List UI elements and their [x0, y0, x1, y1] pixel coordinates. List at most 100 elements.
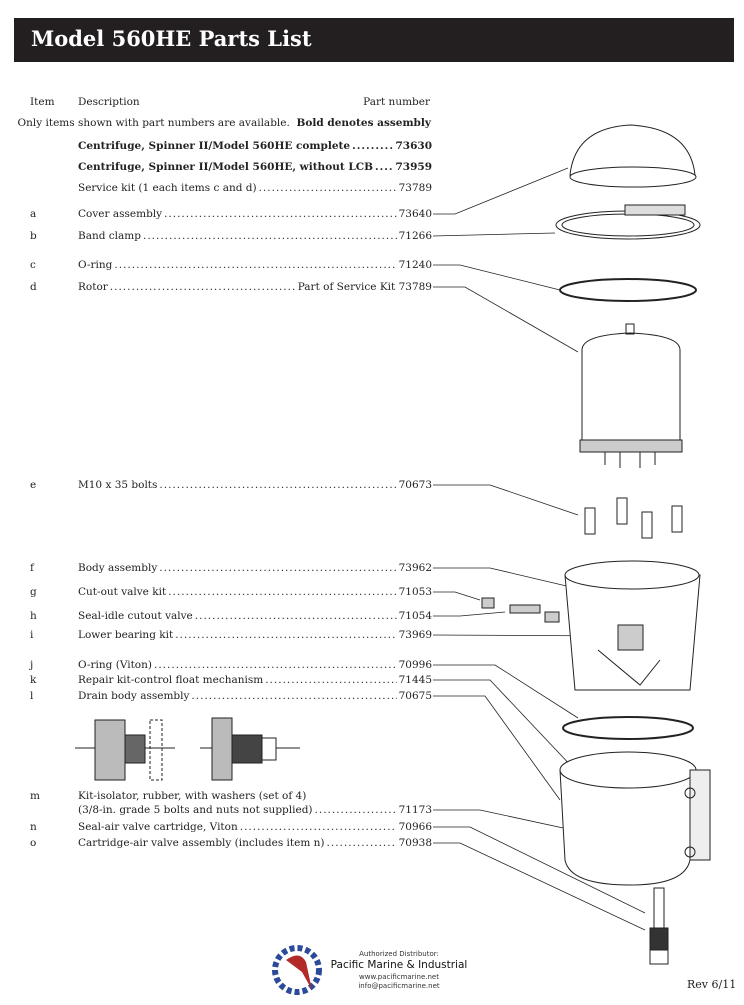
- item-description: Lower bearing kit: [78, 629, 174, 641]
- revision-label: Rev 6/11: [687, 978, 737, 991]
- part-number: 73959: [395, 161, 432, 173]
- item-letter: c: [30, 259, 36, 271]
- item-description: Kit-isolator, rubber, with washers (set …: [78, 790, 307, 802]
- item-description: Drain body assembly: [78, 690, 190, 702]
- part-row: c O-ring 71240: [0, 258, 432, 272]
- pacific-marine-logo: [272, 945, 322, 995]
- item-description: Cut-out valve kit: [78, 586, 167, 598]
- part-row: e M10 x 35 bolts 70673: [0, 478, 432, 492]
- part-row: i Lower bearing kit 73969: [0, 628, 432, 642]
- availability-note: Only items shown with part numbers are a…: [14, 117, 431, 129]
- item-letter: l: [30, 690, 34, 702]
- part-row: n Seal-air valve cartridge, Viton 70966: [0, 820, 432, 834]
- distributor-website[interactable]: www.pacificmarine.net: [359, 973, 439, 981]
- part-row: k Repair kit-control float mechanism7144…: [0, 673, 432, 687]
- item-description: Body assembly: [78, 562, 158, 574]
- bolts-drawing: [584, 497, 683, 539]
- row-description-wrap: Centrifuge, Spinner II/Model 560HE, with…: [78, 160, 432, 174]
- rotor-drawing: [579, 323, 683, 468]
- item-description: Cartridge-air valve assembly (includes i…: [78, 837, 325, 849]
- item-description: Cover assembly: [78, 208, 163, 220]
- part-number: 70938: [398, 837, 432, 849]
- item-letter: j: [30, 659, 34, 671]
- part-number: 73789: [398, 182, 432, 194]
- row-description-wrap: Body assembly 73962: [78, 561, 432, 575]
- column-description: Description: [78, 96, 140, 108]
- item-description: Service kit (1 each items c and d): [78, 182, 257, 194]
- distributor-block: Authorized Distributor: Pacific Marine &…: [272, 940, 472, 1000]
- part-row: Service kit (1 each items c and d) 73789: [0, 181, 432, 195]
- part-number: 70675: [398, 690, 432, 702]
- isolator-detail-drawing: [75, 717, 300, 781]
- item-description: Band clamp: [78, 230, 141, 242]
- part-number: 70673: [398, 479, 432, 491]
- row-description-wrap: Seal-idle cutout valve 71054: [78, 609, 432, 623]
- item-description: Seal-idle cutout valve: [78, 610, 193, 622]
- item-letter: d: [30, 281, 37, 293]
- column-part-number: Part number: [363, 96, 430, 108]
- item-description: Centrifuge, Spinner II/Model 560HE, with…: [78, 161, 373, 173]
- cover-drawing: [569, 124, 697, 188]
- part-row: g Cut-out valve kit 71053: [0, 585, 432, 599]
- part-row: b Band clamp 71266: [0, 229, 432, 243]
- part-number: 73640: [398, 208, 432, 220]
- part-number: 71173: [398, 804, 432, 816]
- part-number: 71240: [398, 259, 432, 271]
- row-description-wrap: Seal-air valve cartridge, Viton 70966: [78, 820, 432, 834]
- item-letter: g: [30, 586, 37, 598]
- item-description: O-ring (Viton): [78, 659, 152, 671]
- part-number: 70966: [398, 821, 432, 833]
- part-number: 71054: [398, 610, 432, 622]
- part-row: o Cartridge-air valve assembly (includes…: [0, 836, 432, 850]
- note-text: Only items shown with part numbers are a…: [17, 117, 290, 129]
- part-number: 71053: [398, 586, 432, 598]
- row-description-wrap: Cut-out valve kit 71053: [78, 585, 432, 599]
- row-description-wrap: Cartridge-air valve assembly (includes i…: [78, 836, 432, 850]
- item-description: O-ring: [78, 259, 113, 271]
- item-letter: a: [30, 208, 37, 220]
- cutout-valve-drawing: [481, 597, 560, 623]
- item-letter: m: [30, 790, 40, 802]
- part-row: m Kit-isolator, rubber, with washers (se…: [0, 789, 432, 803]
- part-number: 71266: [398, 230, 432, 242]
- row-description-wrap: Drain body assembly 70675: [78, 689, 432, 703]
- row-description-wrap: O-ring 71240: [78, 258, 432, 272]
- item-description: Seal-air valve cartridge, Viton: [78, 821, 238, 833]
- item-letter: b: [30, 230, 37, 242]
- part-number: Part of Service Kit 73789: [297, 281, 432, 293]
- item-letter: i: [30, 629, 34, 641]
- page-title: Model 560HE Parts List: [31, 26, 312, 51]
- row-description-wrap: (3/8-in. grade 5 bolts and nuts not supp…: [78, 803, 432, 817]
- part-row: d Rotor Part of Service Kit 73789: [0, 280, 432, 294]
- row-description-wrap: O-ring (Viton)70996: [78, 658, 432, 672]
- part-row: f Body assembly 73962: [0, 561, 432, 575]
- band-clamp-drawing: [555, 204, 701, 240]
- part-row: l Drain body assembly 70675: [0, 689, 432, 703]
- part-number: 73630: [395, 140, 432, 152]
- item-description: (3/8-in. grade 5 bolts and nuts not supp…: [78, 804, 313, 816]
- body-drawing: [564, 560, 701, 691]
- item-description: M10 x 35 bolts: [78, 479, 158, 491]
- title-bar: Model 560HE Parts List: [14, 18, 734, 62]
- part-row: Centrifuge, Spinner II/Model 560HE, with…: [0, 160, 432, 174]
- part-number: 71445: [398, 674, 432, 686]
- item-letter: f: [30, 562, 34, 574]
- note-bold: Bold denotes assembly: [296, 117, 431, 129]
- part-number: 73969: [398, 629, 432, 641]
- row-description-wrap: Rotor Part of Service Kit 73789: [78, 280, 432, 294]
- item-description: Rotor: [78, 281, 108, 293]
- o-ring-drawing: [559, 278, 697, 302]
- item-letter: e: [30, 479, 37, 491]
- distributor-name: Pacific Marine & Industrial: [330, 959, 468, 971]
- item-letter: n: [30, 821, 37, 833]
- viton-o-ring-drawing: [562, 716, 694, 740]
- row-description-wrap: Lower bearing kit 73969: [78, 628, 432, 642]
- column-item: Item: [30, 96, 55, 108]
- part-row: Centrifuge, Spinner II/Model 560HE compl…: [0, 139, 432, 153]
- distributor-email[interactable]: info@pacificmarine.net: [358, 982, 440, 990]
- part-number: 73962: [398, 562, 432, 574]
- drain-body-drawing: [559, 751, 711, 886]
- part-row: h Seal-idle cutout valve71054: [0, 609, 432, 623]
